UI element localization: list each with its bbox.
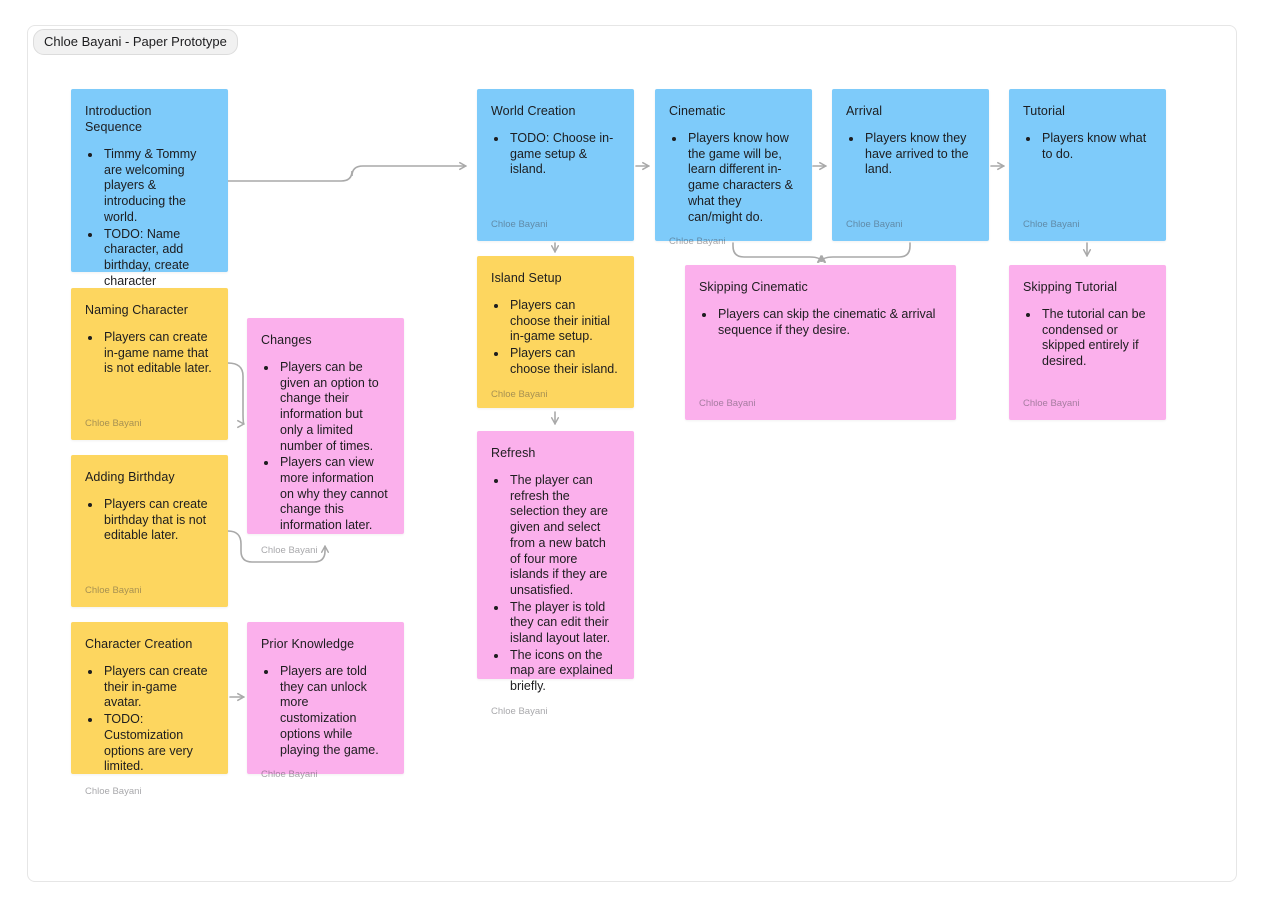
card-naming-character[interactable]: Naming Character Players can create in-g…: [71, 288, 228, 440]
card-title: Character Creation: [85, 637, 193, 651]
bullet: The player is told they can edit their i…: [508, 600, 618, 647]
bullet: Players can view more information on why…: [278, 455, 388, 534]
card-skipping-cinematic[interactable]: Skipping Cinematic Players can skip the …: [685, 265, 956, 420]
board-title-chip[interactable]: Chloe Bayani - Paper Prototype: [33, 29, 238, 55]
card-refresh[interactable]: Refresh The player can refresh the selec…: [477, 431, 634, 717]
bullet: Players know how the game will be, learn…: [686, 131, 796, 225]
card-bullets: Players know they have arrived to the la…: [846, 131, 973, 209]
card-author: Chloe Bayani: [491, 388, 548, 400]
card-introduction-sequence[interactable]: Introduction Sequence Timmy & Tommy are …: [71, 89, 228, 311]
card-title: Prior Knowledge: [261, 637, 355, 651]
bullet: Players know what to do.: [1040, 131, 1150, 162]
card-adding-birthday[interactable]: Adding Birthday Players can create birth…: [71, 455, 228, 607]
card-title: Skipping Cinematic: [699, 280, 808, 294]
card-author: Chloe Bayani: [261, 769, 318, 781]
card-bullets: Timmy & Tommy are welcoming players & in…: [85, 147, 212, 290]
card-author: Chloe Bayani: [85, 785, 142, 797]
card-author: Chloe Bayani: [1023, 219, 1080, 230]
bullet: Players can create in-game name that is …: [102, 330, 212, 377]
card-bullets: Players know what to do.: [1023, 131, 1150, 209]
card-author: Chloe Bayani: [85, 585, 142, 596]
card-title: Refresh: [491, 446, 536, 460]
card-changes[interactable]: Changes Players can be given an option t…: [247, 318, 404, 556]
bullet: The icons on the map are explained brief…: [508, 648, 618, 695]
card-author: Chloe Bayani: [846, 219, 903, 230]
bullet: Players can create their in-game avatar.: [102, 664, 212, 711]
card-bullets: Players can choose their initial in-game…: [491, 298, 618, 379]
card-title: Cinematic: [669, 104, 726, 118]
card-title: Adding Birthday: [85, 470, 175, 484]
card-title: Island Setup: [491, 271, 562, 285]
card-author: Chloe Bayani: [699, 398, 756, 409]
card-bullets: Players can create birthday that is not …: [85, 497, 212, 575]
bullet: Timmy & Tommy are welcoming players & in…: [102, 147, 212, 226]
card-title: Skipping Tutorial: [1023, 280, 1118, 294]
bullet: Players know they have arrived to the la…: [863, 131, 973, 178]
card-world-creation[interactable]: World Creation TODO: Choose in-game setu…: [477, 89, 634, 241]
card-bullets: Players can create in-game name that is …: [85, 330, 212, 408]
card-tutorial[interactable]: Tutorial Players know what to do. Chloe …: [1009, 89, 1166, 241]
card-bullets: TODO: Choose in-game setup & island.: [491, 131, 618, 209]
card-author: Chloe Bayani: [85, 418, 142, 429]
bullet: Players can be given an option to change…: [278, 360, 388, 454]
bullet: The player can refresh the selection the…: [508, 473, 618, 599]
card-title: Arrival: [846, 104, 883, 118]
card-title: Introduction Sequence: [85, 104, 152, 134]
bullet: Players are told they can unlock more cu…: [278, 664, 388, 758]
bullet: Players can choose their island.: [508, 346, 618, 377]
card-bullets: Players can be given an option to change…: [261, 360, 388, 535]
card-bullets: Players can skip the cinematic & arrival…: [699, 307, 940, 388]
card-author: Chloe Bayani: [261, 544, 318, 556]
card-character-creation[interactable]: Character Creation Players can create th…: [71, 622, 228, 797]
bullet: TODO: Choose in-game setup & island.: [508, 131, 618, 178]
card-bullets: The tutorial can be condensed or skipped…: [1023, 307, 1150, 388]
bullet: TODO: Name character, add birthday, crea…: [102, 227, 212, 290]
card-prior-knowledge[interactable]: Prior Knowledge Players are told they ca…: [247, 622, 404, 780]
card-bullets: Players know how the game will be, learn…: [669, 131, 796, 226]
card-skipping-tutorial[interactable]: Skipping Tutorial The tutorial can be co…: [1009, 265, 1166, 420]
card-bullets: Players can create their in-game avatar.…: [85, 664, 212, 776]
bullet: Players can create birthday that is not …: [102, 497, 212, 544]
card-bullets: The player can refresh the selection the…: [491, 473, 618, 696]
card-author: Chloe Bayani: [669, 236, 726, 248]
card-title: Naming Character: [85, 303, 189, 317]
card-title: World Creation: [491, 104, 576, 118]
bullet: Players can choose their initial in-game…: [508, 298, 618, 345]
card-bullets: Players are told they can unlock more cu…: [261, 664, 388, 759]
card-cinematic[interactable]: Cinematic Players know how the game will…: [655, 89, 812, 247]
bullet: Players can skip the cinematic & arrival…: [716, 307, 940, 338]
card-title: Changes: [261, 333, 312, 347]
bullet: The tutorial can be condensed or skipped…: [1040, 307, 1150, 370]
card-island-setup[interactable]: Island Setup Players can choose their in…: [477, 256, 634, 408]
card-arrival[interactable]: Arrival Players know they have arrived t…: [832, 89, 989, 241]
card-title: Tutorial: [1023, 104, 1066, 118]
bullet: TODO: Customization options are very lim…: [102, 712, 212, 775]
card-author: Chloe Bayani: [1023, 398, 1080, 409]
card-author: Chloe Bayani: [491, 705, 548, 717]
card-author: Chloe Bayani: [491, 219, 548, 230]
